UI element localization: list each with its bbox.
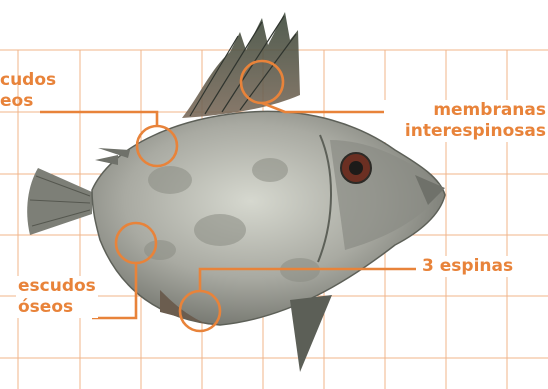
fish-illustration (27, 12, 445, 372)
label-escudos-bottom-line1: escudos (18, 276, 96, 297)
dorsal-fin (182, 12, 300, 118)
label-escudos-top-line2: eos (0, 91, 56, 112)
pelvic-fin (290, 295, 332, 372)
label-membranas-line1: membranas (386, 100, 546, 121)
label-escudos-bottom-line2: óseos (18, 297, 96, 318)
label-membranas-line2: interespinosas (386, 121, 546, 142)
label-escudos-top-line1: cudos (0, 70, 56, 91)
label-espinas-text: 3 espinas (422, 256, 513, 276)
label-escudos-bottom: escudos óseos (16, 276, 98, 318)
label-membranas: membranas interespinosas (384, 100, 548, 142)
label-espinas: 3 espinas (420, 256, 515, 277)
leader-escudos-top (40, 112, 157, 126)
label-escudos-top: cudos eos (0, 70, 58, 112)
